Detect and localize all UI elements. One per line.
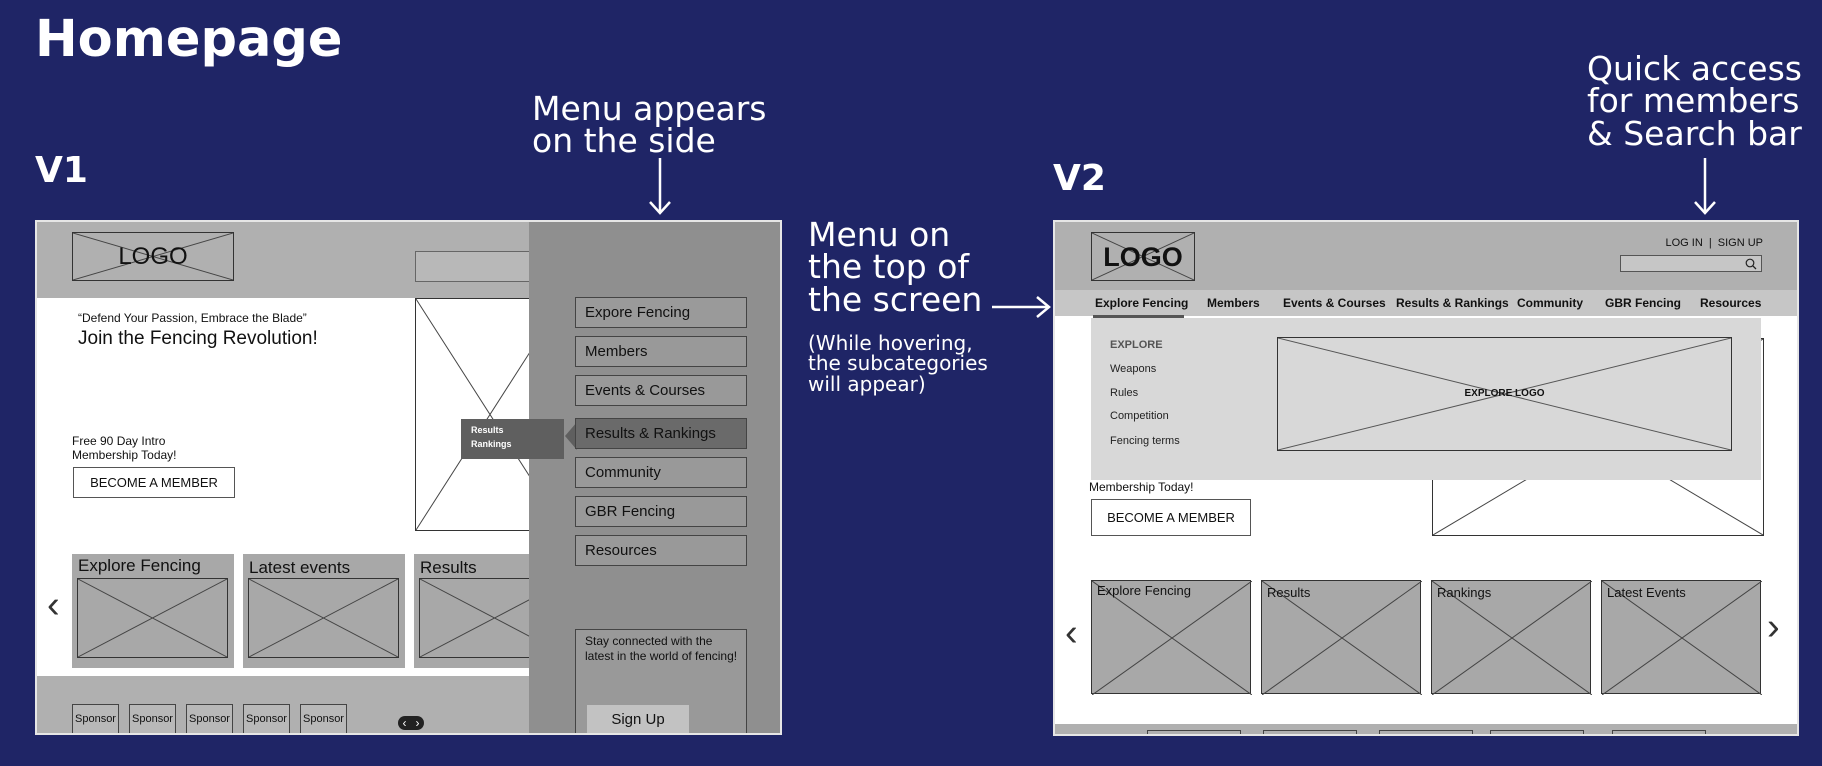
v2-card-image (1092, 581, 1252, 695)
v2-card-image (1262, 581, 1422, 695)
annotation-hover-note: (While hovering, the subcategories will … (808, 331, 988, 396)
v1-card[interactable]: Explore Fencing (72, 554, 234, 668)
chevron-left-icon[interactable]: ‹ (402, 716, 407, 730)
v2-membership-text: Membership Today! (1089, 480, 1194, 494)
v1-menu-item-resources[interactable]: Resources (575, 535, 747, 566)
v2-footer-tile[interactable] (1379, 730, 1473, 734)
v2-nav-active-underline (1093, 315, 1184, 318)
v2-dropdown-image: EXPLORE LOGO (1277, 337, 1732, 451)
v2-card[interactable]: Results (1261, 580, 1422, 695)
v1-headline: Join the Fencing Revolution! (78, 328, 318, 349)
v2-nav-bar (1055, 290, 1797, 316)
v2-card-title: Latest Events (1607, 585, 1686, 600)
v1-card-image (77, 578, 228, 658)
v2-footer-tile[interactable] (1612, 730, 1706, 734)
v1-newsletter-text: Stay connected with the latest in the wo… (585, 634, 738, 663)
arrow-down-icon (649, 158, 671, 215)
v1-card-title: Results (420, 558, 477, 577)
v2-dropdown-item-terms[interactable]: Fencing terms (1110, 435, 1180, 447)
arrow-right-icon (992, 296, 1051, 318)
v2-carousel-prev[interactable]: ‹ (1065, 612, 1078, 654)
v2-dropdown-item-rules[interactable]: Rules (1110, 387, 1139, 399)
v1-card[interactable]: Latest events (243, 554, 405, 668)
search-icon[interactable] (1745, 258, 1757, 270)
v2-nav-results[interactable]: Results & Rankings (1396, 296, 1509, 310)
annotation-side-menu: Menu appears on the side (532, 89, 767, 161)
v1-logo[interactable]: LOGO (72, 232, 234, 281)
v1-mockup: LOGO “Defend Your Passion, Embrace the B… (35, 220, 782, 735)
v2-card-title: Results (1267, 585, 1311, 600)
v2-card-image (1602, 581, 1762, 695)
v2-dropdown-item-competition[interactable]: Competition (1110, 410, 1169, 422)
v2-footer-tile[interactable] (1147, 730, 1241, 734)
annotation-top-menu: Menu on the top of the screen (808, 215, 983, 319)
v1-sponsor-logo[interactable]: Sponsor (300, 704, 347, 733)
v2-card[interactable]: Explore Fencing (1091, 580, 1252, 695)
v1-tagline: “Defend Your Passion, Embrace the Blade” (78, 311, 307, 325)
v2-card-title: Explore Fencing (1097, 583, 1191, 598)
v1-sponsor-logo[interactable]: Sponsor (243, 704, 290, 733)
v2-nav-resources[interactable]: Resources (1700, 296, 1762, 310)
v1-sponsor-logo[interactable]: Sponsor (186, 704, 233, 733)
v1-card-title: Latest events (249, 558, 351, 577)
v2-mockup: LOGO LOG IN | SIGN UP Explore Fencing Me… (1053, 220, 1799, 736)
v1-offer: Free 90 Day Intro Membership Today! (72, 434, 177, 463)
v2-dropdown-heading: EXPLORE (1110, 339, 1163, 351)
v1-sponsor-logo[interactable]: Sponsor (72, 704, 119, 733)
v1-menu-item-community[interactable]: Community (575, 457, 747, 488)
v1-card-title: Explore Fencing (78, 556, 201, 575)
v2-become-member-button[interactable]: BECOME A MEMBER (1091, 499, 1251, 536)
v1-pager[interactable]: ‹ › (398, 716, 424, 730)
v1-label: V1 (35, 150, 88, 191)
v2-nav-gbr[interactable]: GBR Fencing (1605, 296, 1682, 310)
v2-nav-community[interactable]: Community (1517, 296, 1583, 310)
chevron-right-icon[interactable]: › (415, 716, 420, 730)
v2-card[interactable]: Latest Events (1601, 580, 1762, 695)
v2-dropdown-item-weapons[interactable]: Weapons (1110, 363, 1157, 375)
page-title: Homepage (35, 10, 343, 69)
v1-menu-item-explore[interactable]: Expore Fencing (575, 297, 747, 328)
v2-footer-tile[interactable] (1490, 730, 1584, 734)
v2-nav-members[interactable]: Members (1207, 296, 1260, 310)
v2-nav-explore[interactable]: Explore Fencing (1095, 296, 1189, 310)
v2-label: V2 (1053, 158, 1106, 199)
arrow-down-icon (1694, 158, 1716, 215)
v2-logo[interactable]: LOGO (1091, 232, 1195, 281)
v2-card-title: Rankings (1437, 585, 1492, 600)
v2-footer-tile[interactable] (1263, 730, 1357, 734)
v2-footer (1055, 724, 1797, 734)
v2-card[interactable]: Rankings (1431, 580, 1592, 695)
v1-menu-item-gbr[interactable]: GBR Fencing (575, 496, 747, 527)
v1-menu-item-events[interactable]: Events & Courses (575, 375, 747, 406)
v1-carousel-prev[interactable]: ‹ (47, 584, 60, 626)
v1-become-member-button[interactable]: BECOME A MEMBER (73, 467, 235, 498)
v2-signup-link[interactable]: SIGN UP (1717, 237, 1763, 249)
v2-explore-dropdown (1091, 318, 1761, 480)
annotation-quick-access: Quick access for members & Search bar (1587, 49, 1802, 153)
v1-menu-item-members[interactable]: Members (575, 336, 747, 367)
v2-auth-links: LOG IN | SIGN UP (1665, 237, 1763, 249)
v2-nav-events[interactable]: Events & Courses (1283, 296, 1386, 310)
hover-pointer-icon (565, 422, 577, 450)
v2-carousel-next[interactable]: › (1767, 606, 1780, 648)
v1-sponsor-logo[interactable]: Sponsor (129, 704, 176, 733)
v1-hover-tag: Results Rankings (461, 419, 564, 459)
v2-search-input[interactable] (1620, 255, 1762, 272)
v2-login-link[interactable]: LOG IN (1665, 237, 1703, 249)
v1-card-image (248, 578, 399, 658)
v1-newsletter-box: Stay connected with the latest in the wo… (575, 629, 747, 733)
v2-card-image (1432, 581, 1592, 695)
v1-signup-button[interactable]: Sign Up (586, 704, 690, 733)
v1-menu-item-results[interactable]: Results & Rankings (575, 418, 747, 449)
